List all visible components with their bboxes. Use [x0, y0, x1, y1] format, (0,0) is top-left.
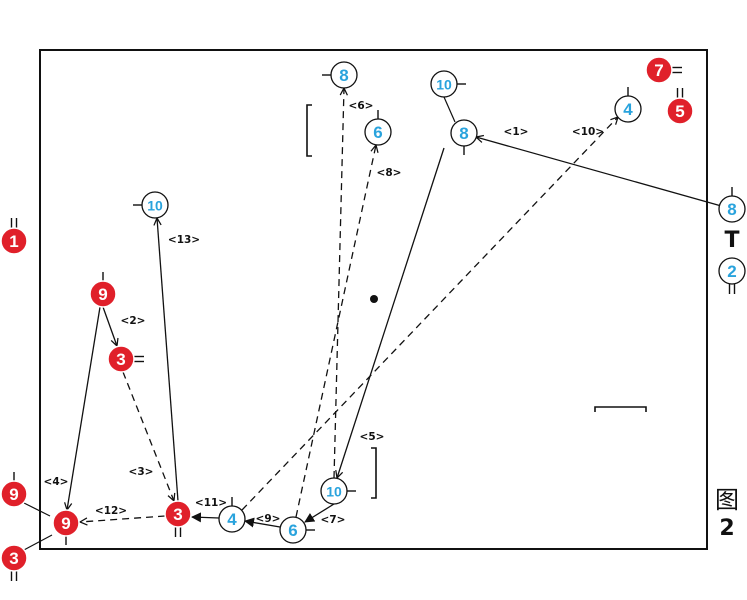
- connector-line: [21, 534, 53, 552]
- player-disc: [645, 56, 673, 84]
- player-disc: [718, 195, 746, 223]
- line-step-4: [67, 306, 101, 510]
- line-step-8: [295, 145, 376, 518]
- red-player-9-marker: 9: [0, 472, 28, 508]
- ball: [370, 295, 378, 303]
- blue-player-6-marker: 6: [364, 110, 392, 146]
- player-disc: [0, 227, 28, 255]
- blue-player-4-marker: 4: [614, 87, 642, 123]
- blue-player-10-marker: 10: [430, 70, 466, 98]
- bracket-mark: [306, 104, 312, 157]
- player-disc: [89, 280, 117, 308]
- red-player-3-marker: 3: [0, 544, 28, 581]
- player-number: 7: [654, 61, 663, 80]
- player-disc: [330, 61, 358, 89]
- step-label: <10>: [572, 126, 604, 138]
- player-disc: [450, 119, 478, 147]
- line-step-2: [102, 306, 117, 346]
- player-disc: [107, 345, 135, 373]
- line-step-12: [80, 515, 166, 522]
- step-label: <3>: [129, 466, 154, 478]
- block-marker: T: [724, 228, 739, 253]
- line-step-7: [304, 503, 335, 523]
- player-number: 9: [61, 514, 70, 533]
- step-label: <6>: [349, 100, 374, 112]
- connector-line: [21, 501, 51, 517]
- player-disc: [0, 480, 28, 508]
- red-player-3-marker: 3: [164, 500, 192, 537]
- player-number: 3: [9, 549, 18, 568]
- player-number: 6: [288, 521, 297, 540]
- red-player-7-marker: 7: [645, 56, 682, 84]
- player-disc: [52, 509, 80, 537]
- player-number: 9: [9, 485, 18, 504]
- line-step-1: [476, 137, 733, 210]
- player-disc: [666, 97, 694, 125]
- step-label: <11>: [195, 497, 227, 509]
- red-player-5-marker: 5: [666, 88, 694, 125]
- player-disc: [141, 191, 169, 219]
- player-number: 8: [727, 200, 736, 219]
- player-number: 8: [459, 124, 468, 143]
- player-disc: [218, 505, 246, 533]
- red-player-3-marker: 3: [107, 345, 144, 373]
- blue-player-2-marker: 2: [718, 257, 746, 294]
- figure-char: 图: [715, 486, 739, 514]
- connector-line: [443, 96, 456, 123]
- blue-player-10-marker: 10: [133, 191, 169, 219]
- line-step-10: [241, 117, 618, 511]
- player-number: 2: [727, 262, 736, 281]
- bracket-mark: [371, 447, 377, 499]
- player-number: 3: [173, 505, 182, 524]
- blue-player-8-marker: 8: [450, 119, 478, 155]
- line-step-6: [333, 88, 344, 479]
- player-number: 1: [9, 232, 18, 251]
- step-label: <4>: [44, 476, 69, 488]
- step-label: <9>: [256, 513, 281, 525]
- bracket-mark: [594, 406, 647, 412]
- line-step-13: [157, 218, 179, 502]
- red-player-9-marker: 9: [89, 272, 117, 308]
- player-disc: [164, 500, 192, 528]
- step-label: <13>: [168, 234, 200, 246]
- blue-player-8-marker: 8: [718, 187, 746, 223]
- step-label: <8>: [377, 167, 402, 179]
- field-boundary: [39, 49, 708, 550]
- player-number: 6: [373, 123, 382, 142]
- line-step-11: [191, 512, 220, 523]
- player-disc: [320, 477, 348, 505]
- line-step-9: [244, 517, 281, 528]
- step-label: <12>: [95, 505, 127, 517]
- player-disc: [0, 544, 28, 572]
- blue-player-4-marker: 4: [218, 497, 246, 533]
- player-number: 4: [623, 100, 633, 119]
- blue-player-6-marker: 6: [279, 516, 315, 544]
- player-number: 9: [98, 285, 107, 304]
- step-label: <1>: [504, 126, 529, 138]
- player-number: 8: [339, 66, 348, 85]
- figure-label: 图 2: [712, 488, 742, 540]
- player-number: 10: [147, 198, 163, 214]
- player-number: 4: [227, 510, 237, 529]
- line-step-3: [122, 371, 174, 501]
- step-label: <2>: [121, 315, 146, 327]
- red-player-9-marker: 9: [52, 509, 80, 545]
- player-disc: [364, 118, 392, 146]
- line-step-5: [337, 147, 445, 478]
- player-number: 5: [675, 102, 684, 121]
- step-label: <5>: [360, 431, 385, 443]
- player-number: 10: [436, 77, 452, 93]
- player-disc: [430, 70, 458, 98]
- figure-number: 2: [719, 516, 735, 541]
- player-number: 10: [326, 484, 342, 500]
- player-disc: [279, 516, 307, 544]
- blue-player-8-marker: 8: [322, 61, 358, 89]
- step-label: <7>: [321, 514, 346, 526]
- red-player-1-marker: 1: [0, 218, 28, 255]
- player-number: 3: [116, 350, 125, 369]
- player-disc: [614, 95, 642, 123]
- blue-player-10-marker: 10: [320, 477, 356, 505]
- player-disc: [718, 257, 746, 285]
